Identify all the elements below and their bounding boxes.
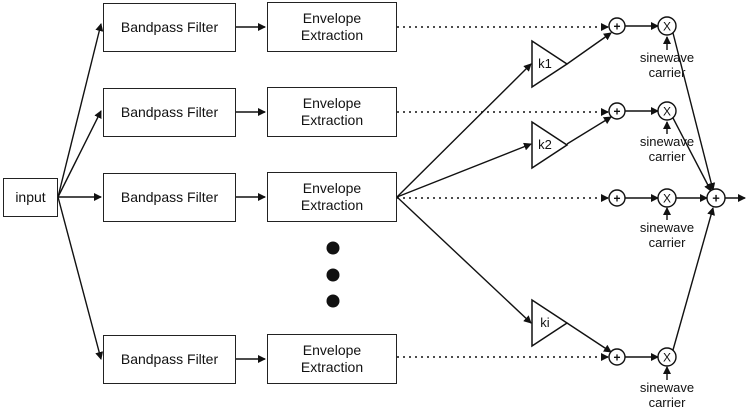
multiplier-1 (657, 16, 677, 36)
final-adder (706, 188, 726, 208)
input-to-filter-2 (57, 110, 102, 198)
mult-symbol-1: X (663, 20, 671, 34)
input-to-filter-4 (57, 196, 104, 360)
carrier-line1: sinewave (639, 380, 695, 395)
adder-1 (608, 17, 626, 35)
gain-triangle-k1 (531, 39, 569, 89)
input-to-filter-1 (57, 23, 104, 198)
bandpass-filter-label: Bandpass Filter (120, 104, 219, 120)
envelope-label-line2: Extraction (300, 197, 364, 213)
envelope-label-line2: Extraction (300, 359, 364, 375)
envelope-label-line1: Envelope (302, 10, 362, 26)
envelope-label-line2: Extraction (300, 112, 364, 128)
carrier-line2: carrier (648, 395, 686, 410)
carrier-label-3: sinewave carrier (622, 220, 712, 250)
adder-3 (608, 189, 626, 207)
adder-symbol-4: + (613, 351, 620, 365)
gain-label-k1: k1 (538, 56, 552, 71)
envelope-extraction-3: Envelope Extraction (267, 172, 397, 222)
carrier-line1: sinewave (639, 220, 695, 235)
adder-symbol-3: + (613, 192, 620, 206)
bandpass-filter-label: Bandpass Filter (120, 189, 219, 205)
gain-label-k2: k2 (538, 137, 552, 152)
carrier-line2: carrier (648, 235, 686, 250)
mult-symbol-3: X (663, 192, 671, 206)
envelope-extraction-2: Envelope Extraction (267, 87, 397, 137)
ellipsis-dot-1 (326, 241, 340, 255)
adder-4 (608, 348, 626, 366)
envelope-extraction-1: Envelope Extraction (267, 2, 397, 52)
gain-ki-to-adder-4 (566, 322, 612, 353)
envelope-label-line1: Envelope (302, 342, 362, 358)
mult-2-to-sum (672, 117, 712, 192)
ellipsis-dot-2 (326, 268, 340, 282)
carrier-label-1: sinewave carrier (622, 50, 712, 80)
adder-symbol-2: + (613, 105, 620, 119)
env3-to-gain-ki (396, 196, 532, 324)
carrier-line1: sinewave (639, 134, 695, 149)
multiplier-3 (657, 188, 677, 208)
gain-triangle-k2 (531, 120, 569, 170)
mult-symbol-2: X (663, 105, 671, 119)
carrier-line1: sinewave (639, 50, 695, 65)
input-label: input (15, 189, 46, 205)
mult-symbol-4: X (663, 351, 671, 365)
env3-to-gain-k1 (396, 63, 532, 198)
gain-label-ki: ki (540, 315, 550, 330)
adder-symbol-1: + (613, 20, 620, 34)
adder-2 (608, 102, 626, 120)
carrier-line2: carrier (648, 65, 686, 80)
ellipsis-dot-3 (326, 294, 340, 308)
multiplier-4 (657, 347, 677, 367)
envelope-extraction-4: Envelope Extraction (267, 334, 397, 384)
carrier-label-4: sinewave carrier (622, 380, 712, 410)
envelope-label-line2: Extraction (300, 27, 364, 43)
carrier-line2: carrier (648, 149, 686, 164)
bandpass-filter-label: Bandpass Filter (120, 351, 219, 367)
carrier-label-2: sinewave carrier (622, 134, 712, 164)
mult-1-to-sum (672, 32, 716, 191)
gain-triangle-ki (531, 298, 569, 348)
final-adder-symbol: + (712, 191, 720, 206)
bandpass-filter-2: Bandpass Filter (103, 88, 236, 137)
gain-k1-to-adder-1 (566, 32, 612, 65)
input-box: input (3, 178, 58, 217)
gain-k2-to-adder-2 (566, 116, 612, 145)
bandpass-filter-3: Bandpass Filter (103, 173, 236, 222)
bandpass-filter-4: Bandpass Filter (103, 335, 236, 384)
envelope-label-line1: Envelope (302, 180, 362, 196)
bandpass-filter-label: Bandpass Filter (120, 19, 219, 35)
mult-4-to-sum (672, 207, 715, 351)
multiplier-2 (657, 101, 677, 121)
bandpass-filter-1: Bandpass Filter (103, 3, 236, 52)
envelope-label-line1: Envelope (302, 95, 362, 111)
env3-to-gain-k2 (396, 142, 532, 198)
